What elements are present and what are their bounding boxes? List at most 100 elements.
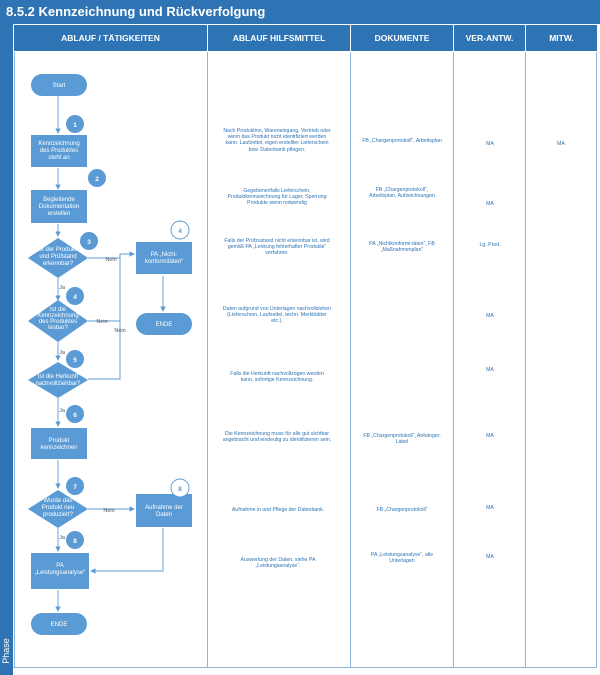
dokumente-text-6: FB „Chargenprotokoll“, Anhänger, Label	[363, 433, 441, 446]
badge-8	[66, 531, 84, 549]
hilfsmittel-text-8: Auswertung der Daten, siehe PA „Leistung…	[240, 557, 316, 570]
node-text: Ist der Produkt-	[37, 247, 78, 253]
node-text: steht an	[48, 155, 69, 161]
dokumente-text-7: FB „Chargenprotokoll“	[376, 507, 428, 513]
badge-text: 1	[73, 122, 77, 129]
badge-8-outline	[170, 478, 190, 498]
col-header-mitw: MITW.	[526, 25, 597, 51]
node-text: erstellen	[48, 211, 71, 217]
phase-sidebar: Phase	[0, 24, 13, 675]
decision-herkunft-nachvollziehbar	[28, 362, 88, 398]
decision-kennzeichnung-lesbar	[28, 300, 88, 342]
hilfsmittel-text-6: Die Kennzeichnung muss für alle gut sich…	[222, 431, 332, 444]
node-text: des Produktes	[40, 148, 78, 154]
col-header-ablauf: ABLAUF / TÄTIGKEITEN	[14, 25, 207, 51]
badge-7	[66, 477, 84, 495]
step-badges: 1 2 3 4 5 6 7 8 4 8	[66, 115, 190, 549]
decision-neu-produziert	[28, 490, 88, 528]
badge-4-outline	[170, 220, 190, 240]
node-text: Wurde das	[44, 498, 73, 504]
hilfsmittel-text-5: Falls die Herkunft nachvollzogen werden …	[230, 371, 324, 384]
node-text: „Leistungsanalyse“	[35, 570, 85, 576]
verantw-text-3: Lg. Prod.	[479, 242, 501, 248]
end-label-1: ENDE	[156, 322, 173, 328]
dokumente-text-8: PA „Leistungsanalyse“, alle Unterlagen	[370, 552, 434, 565]
hilfsmittel-text-3: Falls der Prüfzustand nicht erkennbar is…	[224, 238, 330, 257]
dokumente-text-2: FB „Chargenprotokoll“, Arbeitsplan, Aufz…	[369, 187, 435, 200]
hilfsmittel-text-1: Nach Produktion, Wareneingang, Vertrieb …	[223, 128, 331, 153]
end-node-1	[136, 313, 192, 335]
node-text: Ist die Herkunft	[38, 374, 79, 380]
dokumente-text-1: FB „Chargenprotokoll“, Arbeitsplan	[362, 138, 442, 144]
badge-text: 4	[178, 228, 182, 235]
step-kennzeichnung-steht-an	[31, 135, 87, 167]
lane-divider	[596, 52, 597, 667]
node-text: Begleitende	[43, 197, 75, 203]
hilfsmittel-text-2: Gegebenenfalls Lieferschein, Produktkenn…	[227, 188, 327, 207]
node-text: Aufnahme der	[145, 505, 183, 511]
label-nein-d7: Nein	[103, 508, 114, 514]
label-ja-d7: Ja	[59, 535, 66, 541]
badge-2	[88, 169, 106, 187]
node-text: konformitäten“	[145, 259, 183, 265]
col-header-dokumente: DOKUMENTE	[351, 25, 453, 51]
step-produkt-kennzeichnen	[31, 428, 87, 459]
label-nein-lane: Nein	[114, 328, 125, 334]
step-begleitende-dokumentation	[31, 190, 87, 223]
label-ja-d5: Ja	[59, 408, 66, 414]
lane-divider	[350, 52, 351, 667]
badge-1	[66, 115, 84, 133]
node-text: kennzeichnen	[40, 445, 77, 451]
end-label-2: ENDE	[51, 622, 68, 628]
badge-3	[80, 232, 98, 250]
label-ja-d4: Ja	[59, 350, 66, 356]
node-text: lesbar?	[48, 325, 68, 331]
node-text: des Produktes	[39, 319, 77, 325]
badge-6	[66, 405, 84, 423]
badge-5	[66, 350, 84, 368]
node-text: und Prüfstand	[39, 254, 76, 260]
node-text: Ist die	[50, 307, 67, 313]
badge-text: 2	[95, 176, 99, 183]
node-text: Kennzeichnung	[37, 313, 78, 319]
label-ja-d3: Ja	[59, 285, 66, 291]
process-pa-nichtkonformitaeten	[136, 242, 192, 274]
badge-text: 4	[73, 294, 77, 301]
end-node-2	[31, 613, 87, 635]
lane-divider	[525, 52, 526, 667]
title-bar: 8.5.2 Kennzeichnung und Rückverfolgung	[0, 0, 600, 24]
verantw-text-8: MA	[486, 554, 494, 560]
lane-divider	[14, 52, 15, 667]
grid-bottom-line	[13, 667, 597, 668]
badge-text: 3	[87, 239, 91, 246]
edge-aufnahme-pa	[90, 528, 164, 574]
badge-4	[66, 287, 84, 305]
hilfsmittel-text-7: Aufnahme in und Pflege der Datenbank.	[231, 507, 325, 513]
node-text: Produkt	[49, 438, 70, 444]
start-label: Start	[53, 83, 66, 89]
start-node	[31, 74, 87, 96]
verantw-text-5: MA	[486, 367, 494, 373]
verantw-text-2: MA	[486, 201, 494, 207]
hilfsmittel-text-4: Daten aufgrund von Unterlagen nachvollzi…	[222, 306, 332, 325]
node-text: Kennzeichnung	[38, 141, 79, 147]
decision-pruefstand-erkennbar	[28, 238, 88, 278]
edge-d4-nein	[88, 254, 121, 322]
verantw-text-7: MA	[486, 505, 494, 511]
badge-text: 8	[178, 486, 182, 493]
node-text: Produkt neu	[42, 505, 74, 511]
lane-divider	[207, 52, 208, 667]
dokumente-text-3: PA „Nichtkonformi-täten“, FB „Maßnahmenp…	[369, 241, 435, 254]
badge-text: 8	[73, 538, 77, 545]
label-nein-d3: Nein	[105, 257, 116, 263]
process-pa-leistungsanalyse	[31, 553, 89, 589]
badge-text: 6	[73, 412, 77, 419]
node-text: nachvollziehbar?	[35, 381, 81, 387]
lane-divider	[453, 52, 454, 667]
badge-text: 5	[73, 357, 77, 364]
node-text: erkennbar?	[43, 261, 74, 267]
col-header-hilfsmittel: ABLAUF HILFSMITTEL	[208, 25, 350, 51]
verantw-text-4: MA	[486, 313, 494, 319]
verantw-text-1: MA	[486, 141, 494, 147]
verantw-text-6: MA	[486, 433, 494, 439]
